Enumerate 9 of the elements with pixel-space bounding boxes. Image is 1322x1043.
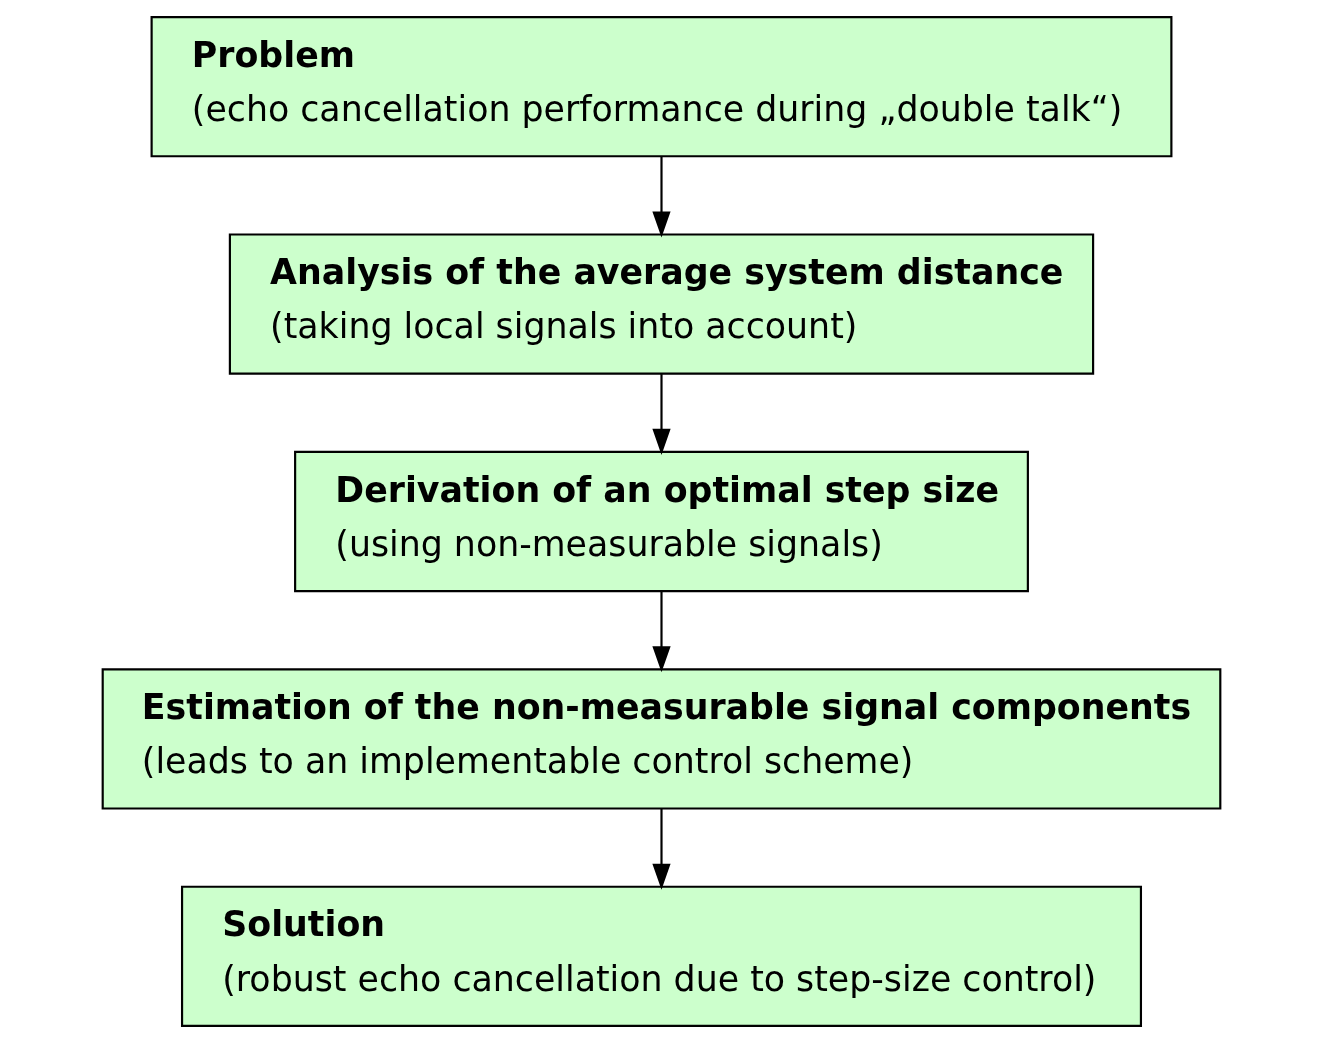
arrow <box>651 156 671 238</box>
node-box: Solution (robust echo cancellation due to step-size control) <box>180 885 1142 1028</box>
arrow <box>651 591 671 673</box>
arrow <box>651 374 671 455</box>
node-box: Estimation of the non-measurable signal components (leads to an implementable control scheme) <box>101 668 1221 810</box>
node-box: Problem (echo cancellation performance during „double talk“) <box>150 15 1172 158</box>
arrow <box>651 808 671 890</box>
node-box: Derivation of an optimal step size (using non-measurable signals) <box>293 450 1029 593</box>
node-box: Analysis of the average system distance (taking local signals into account) <box>228 233 1094 375</box>
